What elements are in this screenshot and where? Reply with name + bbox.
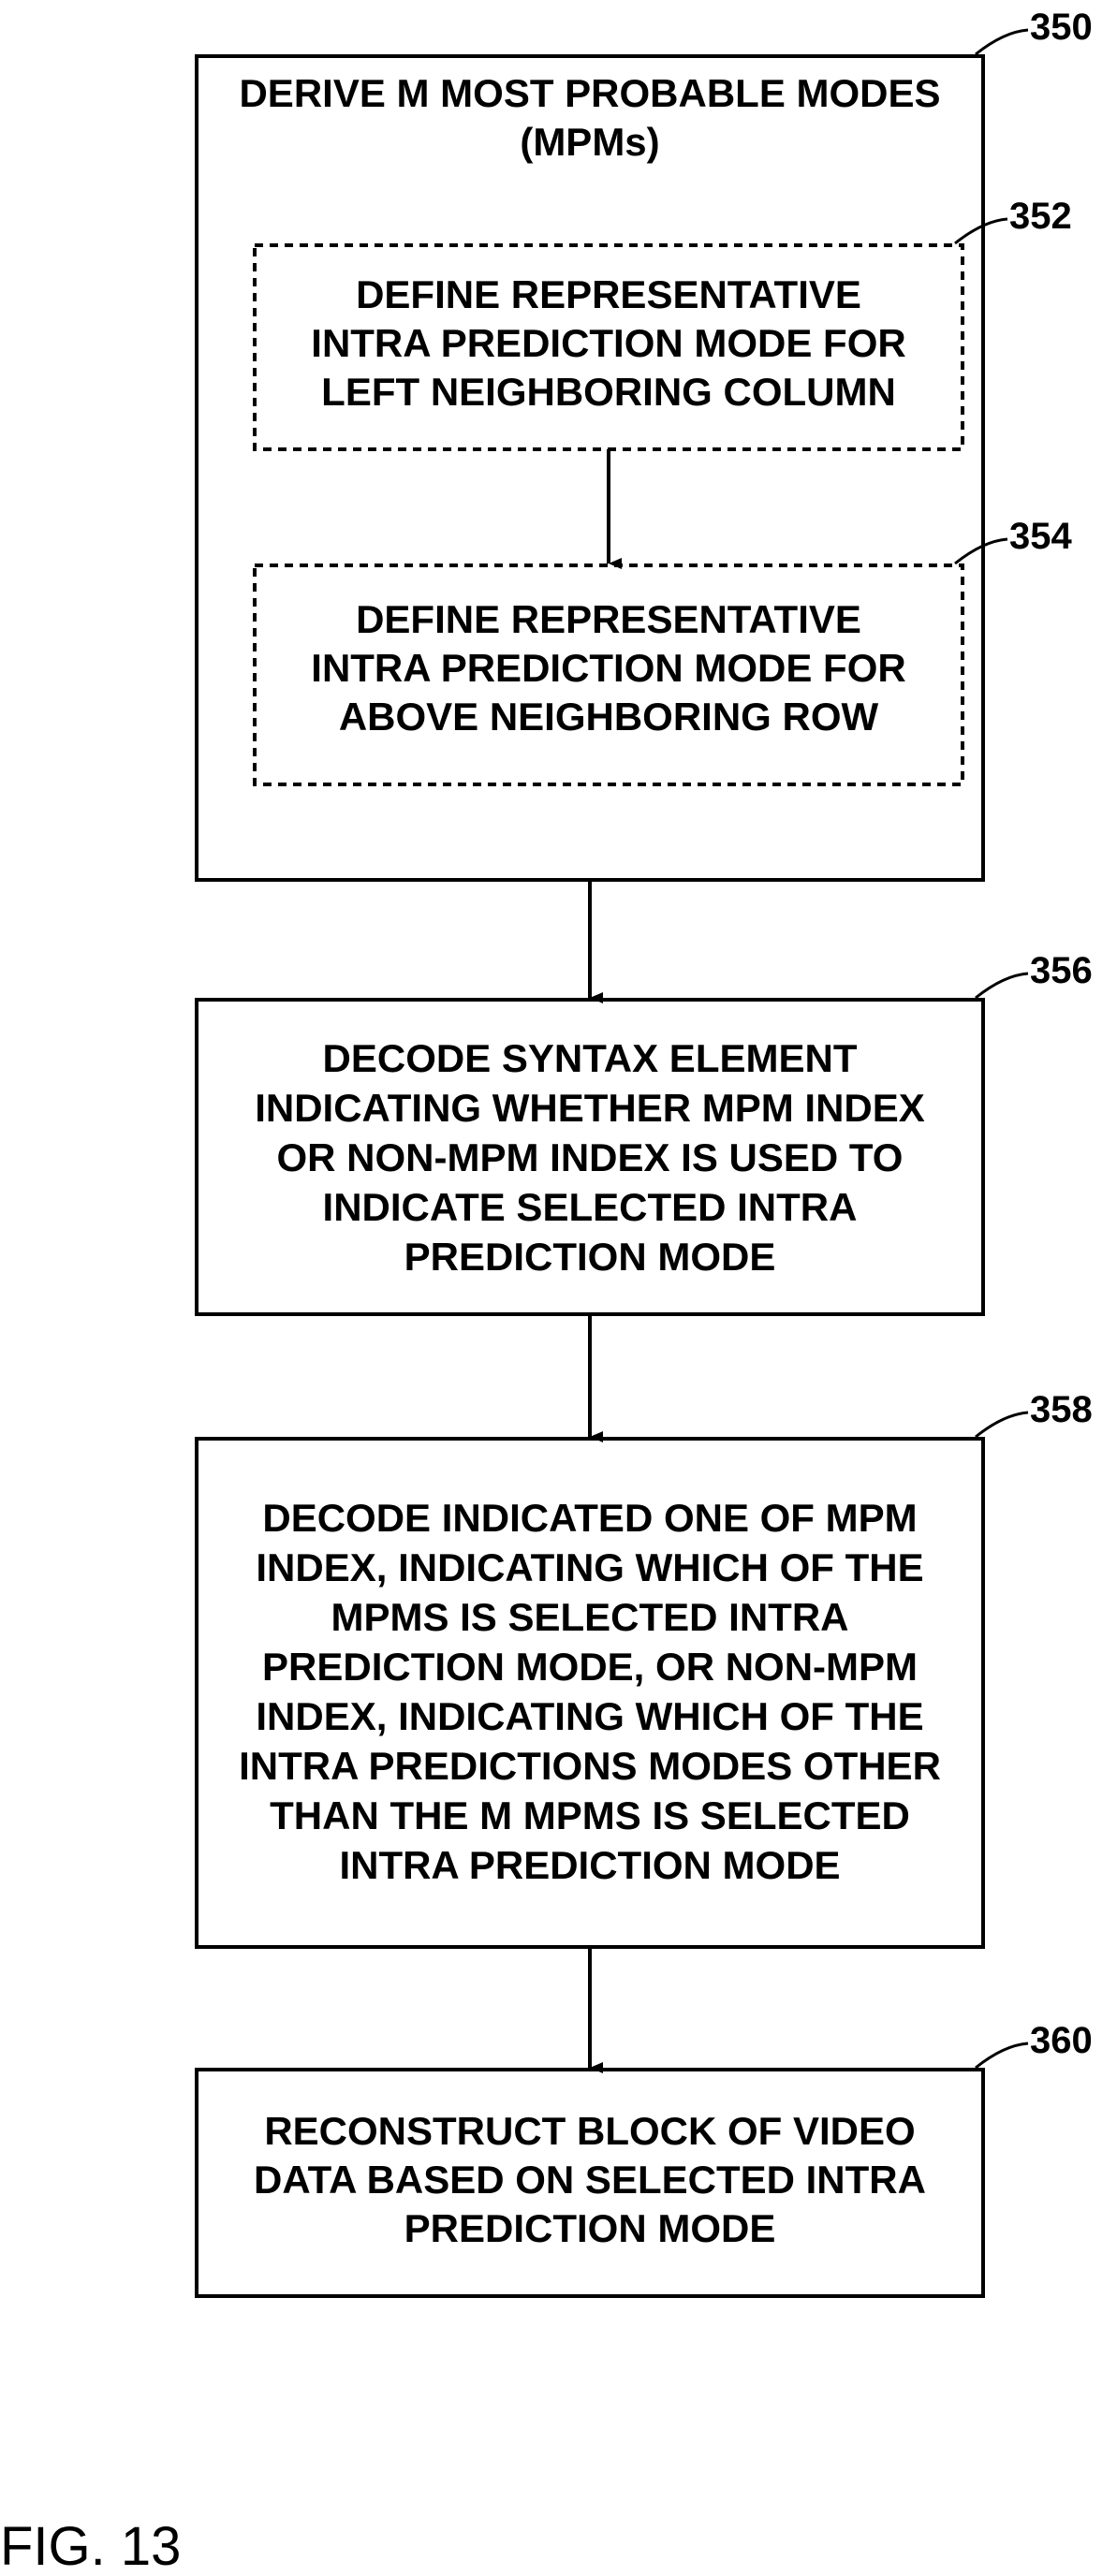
box-text-line: INDICATING WHETHER MPM INDEX <box>255 1086 925 1130</box>
box-text-line: RECONSTRUCT BLOCK OF VIDEO <box>264 2109 915 2153</box>
reference-leader-360 <box>976 2043 1028 2068</box>
box-text-line: INDICATE SELECTED INTRA <box>323 1185 858 1229</box>
process-box-358: DECODE INDICATED ONE OF MPM INDEX, INDICA… <box>197 1389 1093 1947</box>
box-text-line: INTRA PREDICTION MODE <box>339 1843 840 1887</box>
box-text-line: DECODE INDICATED ONE OF MPM <box>262 1496 917 1540</box>
box-text-line: INTRA PREDICTIONS MODES OTHER <box>239 1744 941 1788</box>
box-text-line: PREDICTION MODE, OR NON-MPM <box>262 1645 918 1689</box>
box-text-line: INDEX, INDICATING WHICH OF THE <box>256 1694 923 1738</box>
reference-number-358: 358 <box>1030 1389 1093 1430</box>
box-text-line: INTRA PREDICTION MODE FOR <box>311 646 905 690</box>
nodes-layer: DERIVE M MOST PROBABLE MODES (MPMs) 350DEF… <box>197 7 1093 2296</box>
process-box-350: DERIVE M MOST PROBABLE MODES (MPMs) 350 <box>197 7 1093 880</box>
process-box-352: DEFINE REPRESENTATIVE INTRA PREDICTION MO… <box>255 196 1072 449</box>
reference-number-356: 356 <box>1030 950 1093 991</box>
box-text-line: DEFINE REPRESENTATIVE <box>356 272 861 316</box>
reference-leader-356 <box>976 973 1028 998</box>
box-text-line: INDEX, INDICATING WHICH OF THE <box>256 1545 923 1589</box>
box-text-line: MPMS IS SELECTED INTRA <box>331 1595 848 1639</box>
box-text-line: DECODE SYNTAX ELEMENT <box>323 1036 858 1080</box>
reference-leader-358 <box>976 1412 1028 1437</box>
box-outline-350 <box>197 56 983 880</box>
box-text-line: LEFT NEIGHBORING COLUMN <box>321 370 896 414</box>
process-box-354: DEFINE REPRESENTATIVE INTRA PREDICTION MO… <box>255 516 1072 784</box>
box-text-line: DATA BASED ON SELECTED INTRA <box>254 2158 926 2202</box>
reference-number-350: 350 <box>1030 7 1093 48</box>
box-text-line: INTRA PREDICTION MODE FOR <box>311 321 905 365</box>
reference-leader-350 <box>976 30 1028 54</box>
box-text-line: PREDICTION MODE <box>404 2206 776 2250</box>
box-text-line: THAN THE M MPMS IS SELECTED <box>270 1793 910 1837</box>
process-box-360: RECONSTRUCT BLOCK OF VIDEO DATA BASED ON … <box>197 2020 1093 2296</box>
box-text-line: ABOVE NEIGHBORING ROW <box>339 695 879 739</box>
figure-label: FIG. 13 <box>0 2516 181 2576</box>
box-text-line: (MPMs) <box>520 120 659 164</box>
process-box-356: DECODE SYNTAX ELEMENT INDICATING WHETHER … <box>197 950 1093 1314</box>
box-text-line: PREDICTION MODE <box>404 1235 776 1279</box>
reference-number-352: 352 <box>1009 196 1072 237</box>
box-text-line: DEFINE REPRESENTATIVE <box>356 597 861 641</box>
reference-number-360: 360 <box>1030 2020 1093 2061</box>
reference-number-354: 354 <box>1009 516 1072 557</box>
box-text-line: OR NON-MPM INDEX IS USED TO <box>277 1135 904 1179</box>
box-text-line: DERIVE M MOST PROBABLE MODES <box>239 71 940 115</box>
